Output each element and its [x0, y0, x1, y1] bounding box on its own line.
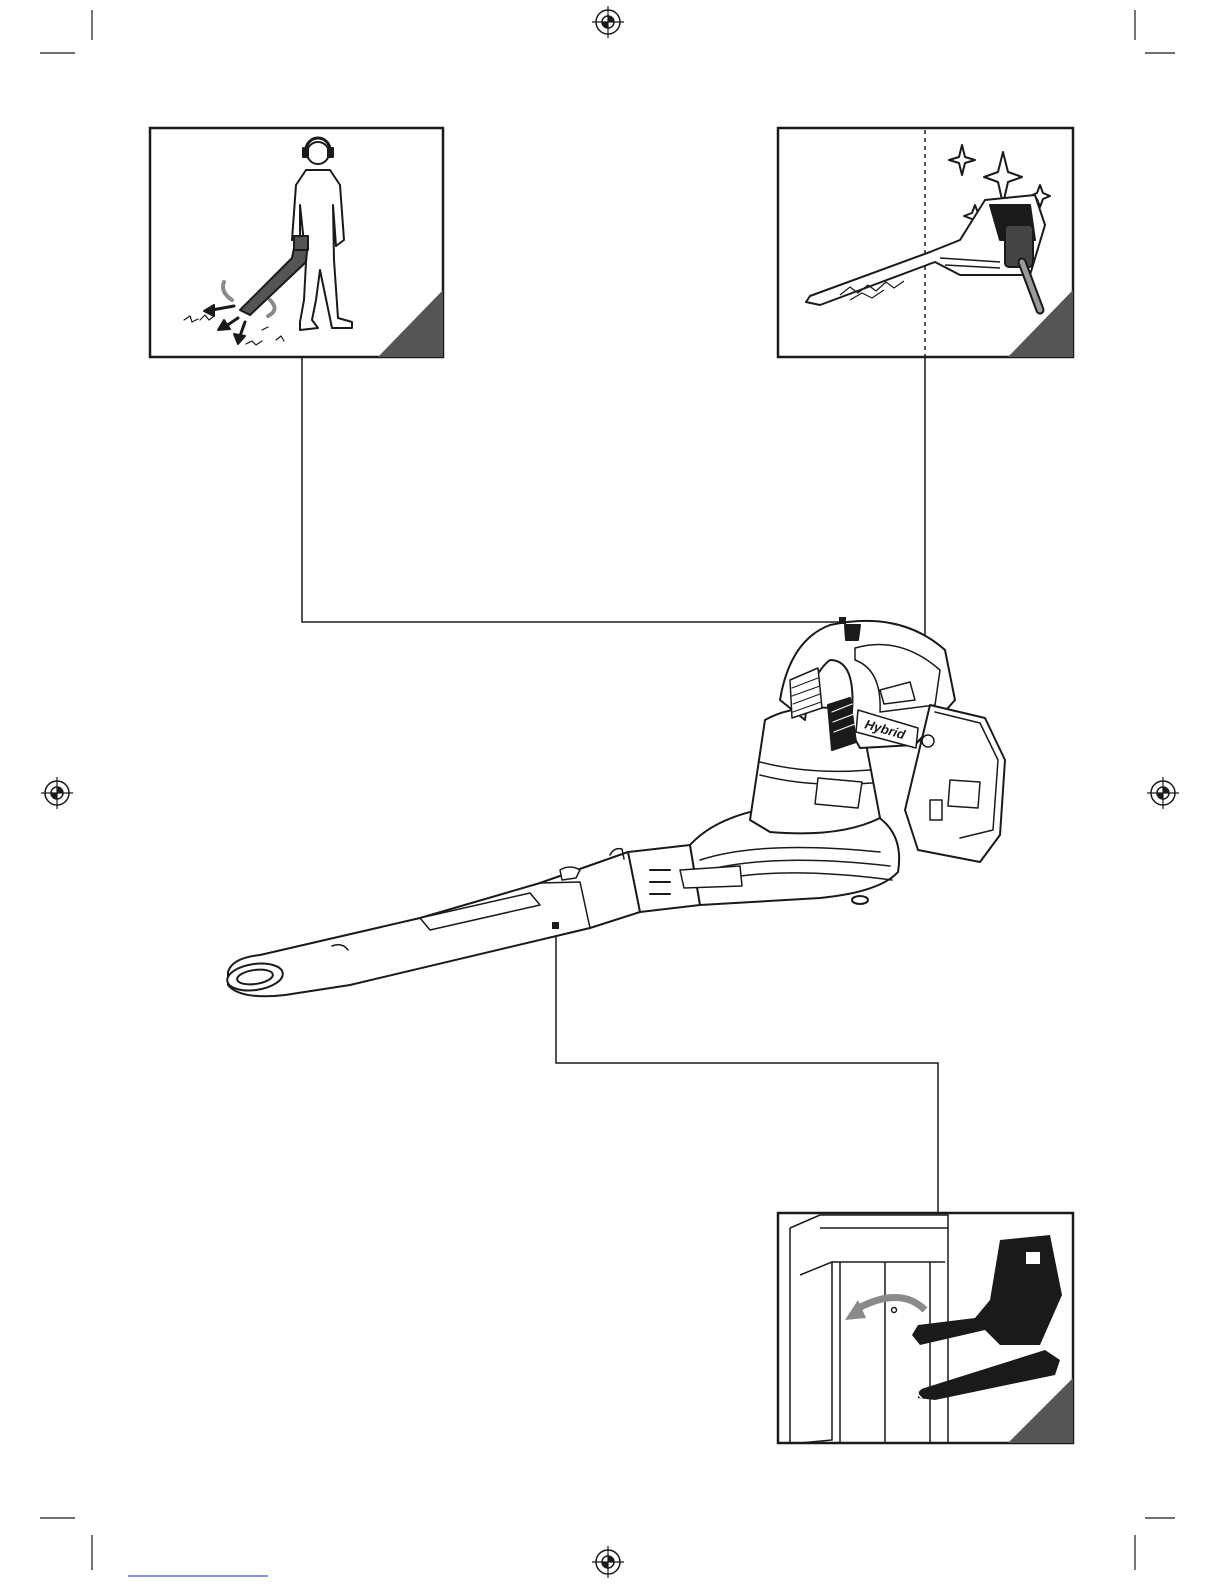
panel-maintenance: [778, 128, 1073, 357]
registration-mark-left: [41, 777, 73, 809]
panel-operation: [150, 128, 443, 357]
registration-mark-bottom: [592, 1546, 624, 1578]
registration-mark-right: [1147, 777, 1179, 809]
registration-mark-top: [592, 6, 624, 38]
blower-illustration: Hybrid: [225, 617, 1005, 996]
panel-storage: [778, 1213, 1073, 1443]
